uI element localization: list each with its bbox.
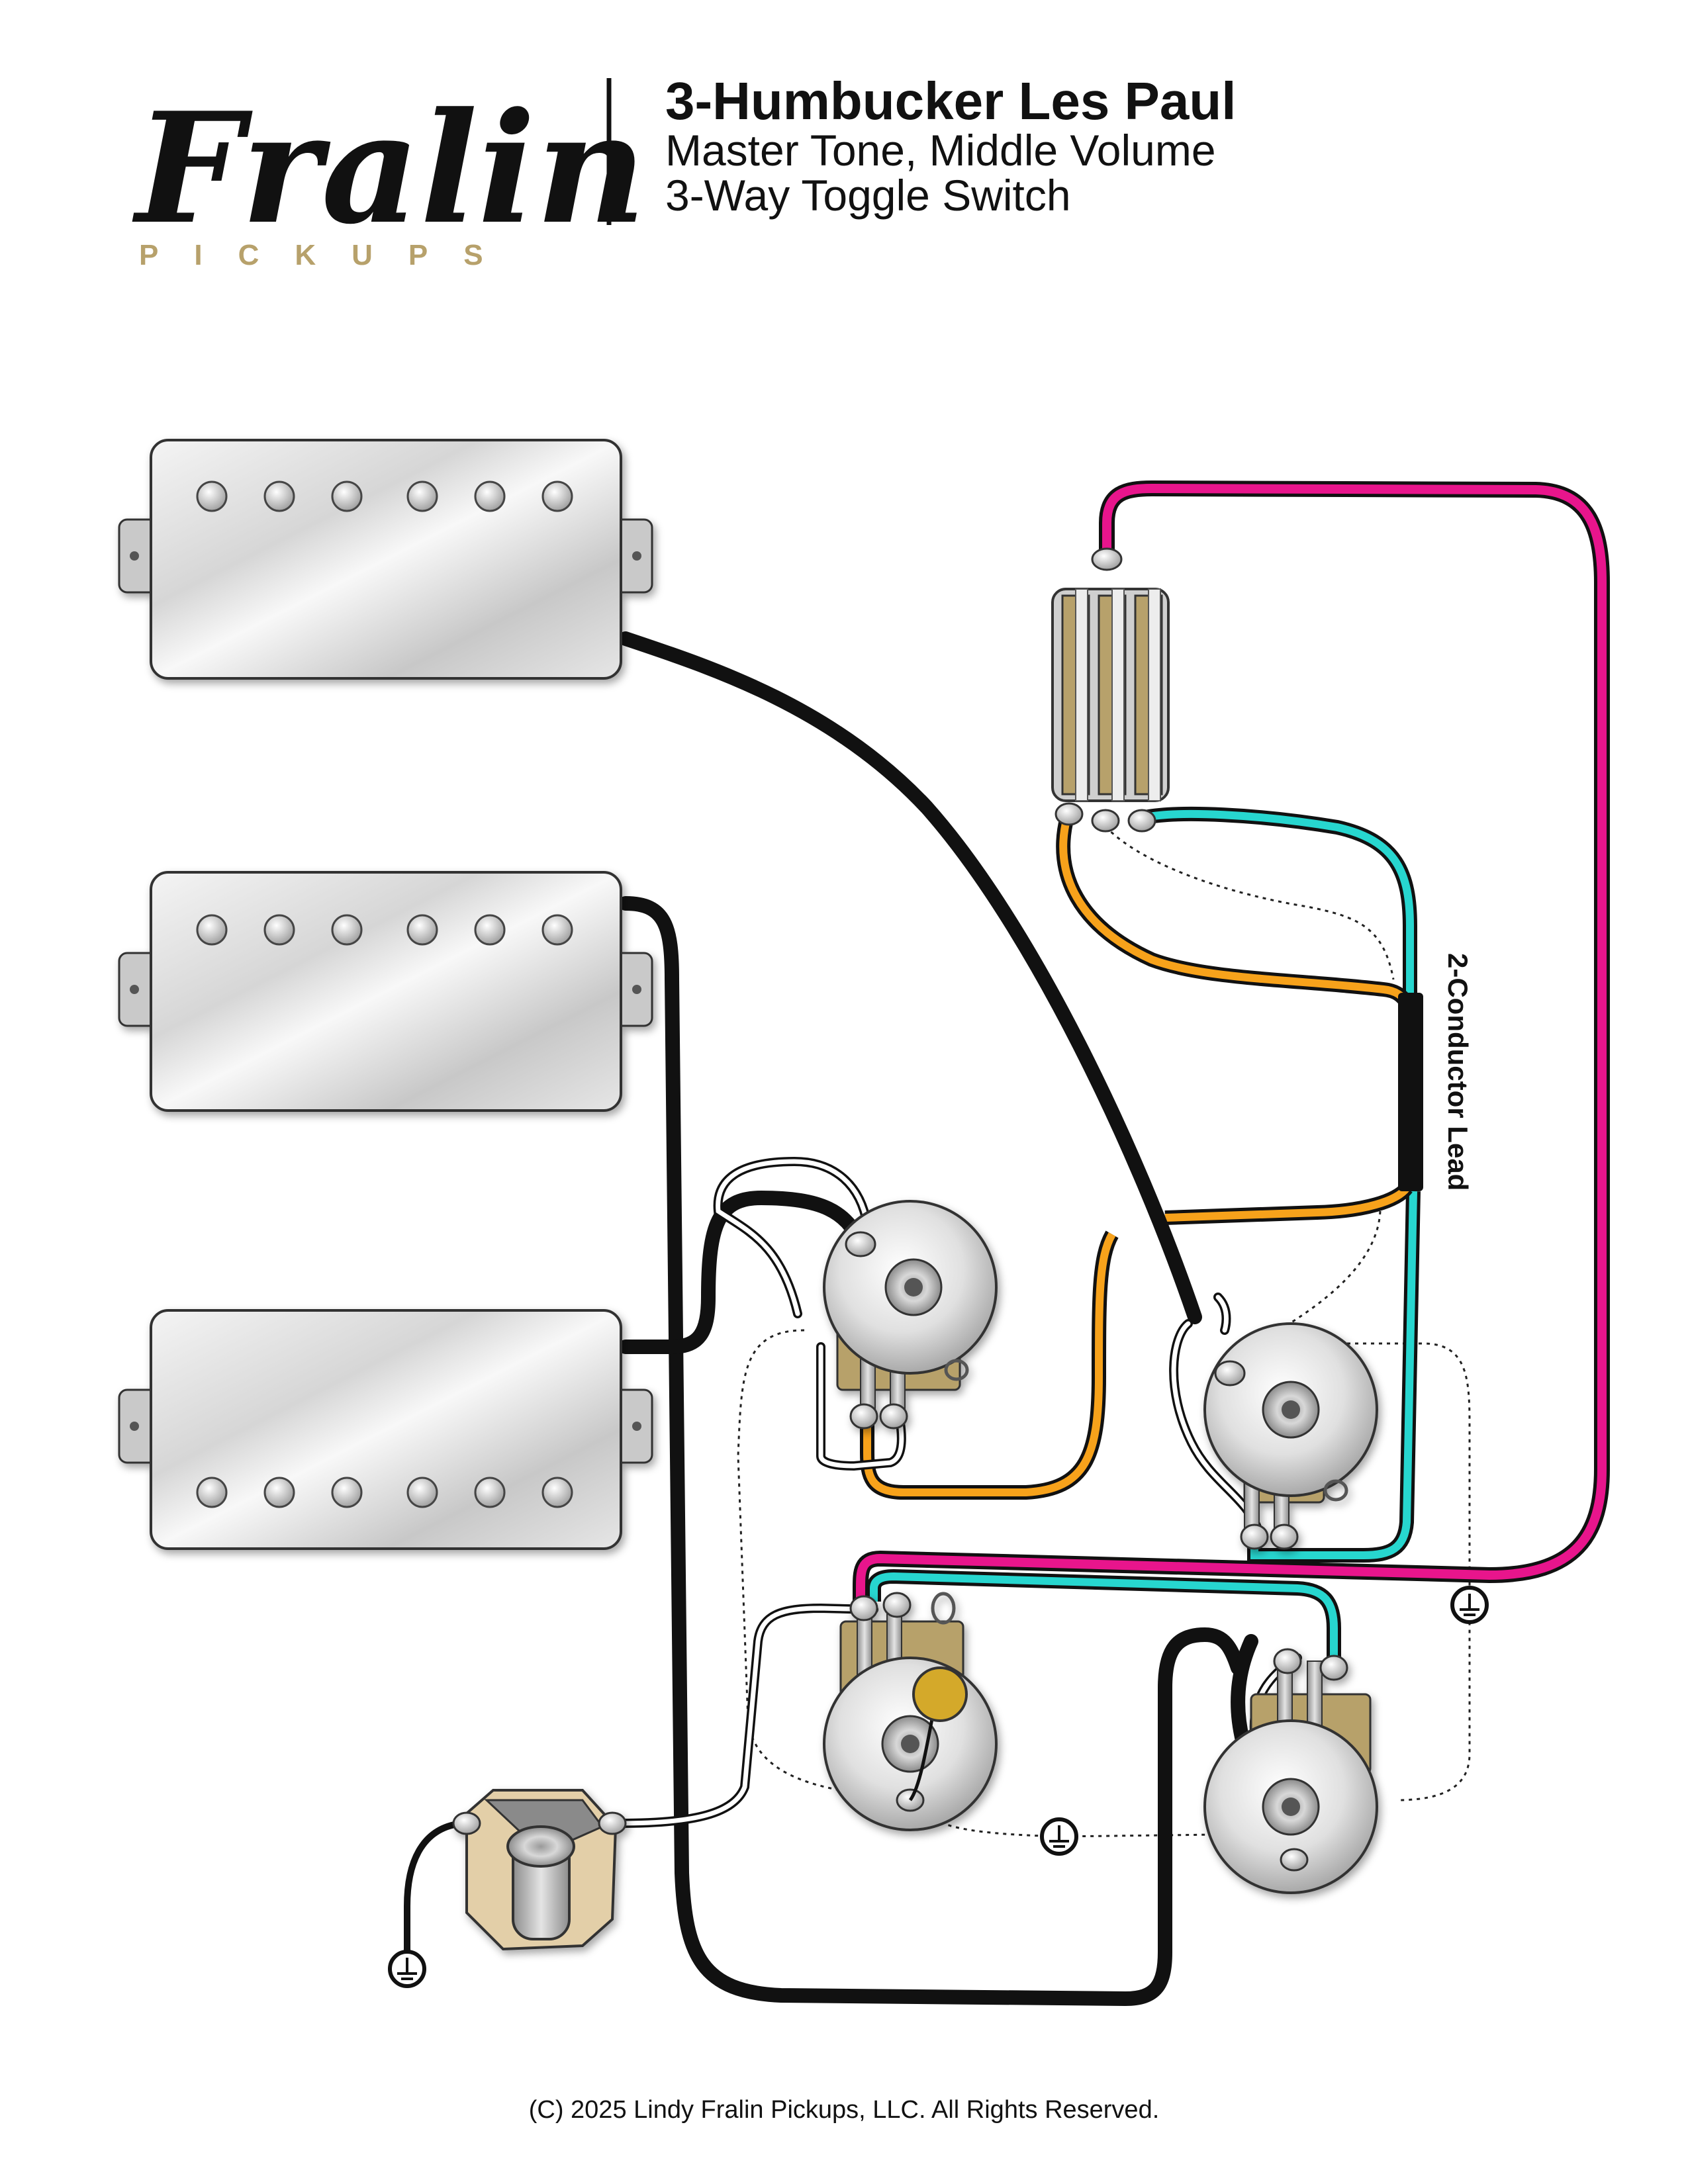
hot-wire-color	[856, 483, 1607, 1602]
pole-screws	[196, 480, 573, 512]
brand-sub: PICKUPS	[139, 239, 519, 271]
pole-screws	[196, 914, 573, 946]
output-jack	[452, 1789, 627, 1951]
tone-capacitor	[908, 1666, 968, 1801]
pole-screws	[196, 1477, 573, 1508]
lead-label: 2-Conductor Lead	[1442, 953, 1474, 1191]
ground-symbol	[1040, 1817, 1078, 1856]
bridge-volume-pot	[1203, 1648, 1378, 1894]
brand-name: Fralin	[132, 79, 646, 258]
ground-symbol	[388, 1950, 426, 1988]
diagram-subtitle-2: 3-Way Toggle Switch	[665, 171, 1071, 220]
cyan-wires	[867, 807, 1421, 1658]
neck-pickup	[118, 439, 653, 680]
diagram-title: 3-Humbucker Les Paul	[665, 71, 1237, 130]
middle-volume-pot	[1203, 1322, 1378, 1550]
two-conductor-lead	[1398, 993, 1423, 1191]
toggle-switch	[1051, 547, 1170, 833]
copyright: (C) 2025 Lindy Fralin Pickups, LLC. All …	[529, 2096, 1160, 2124]
orange-wires	[860, 815, 1413, 1500]
bridge-pickup	[118, 1309, 653, 1550]
neck-volume-pot	[823, 1200, 998, 1430]
middle-pickup	[118, 871, 653, 1112]
ground-symbol	[1450, 1586, 1489, 1624]
diagram-subtitle-1: Master Tone, Middle Volume	[665, 126, 1216, 175]
master-tone-pot	[823, 1592, 998, 1831]
brand-logo: Fralin PICKUPS	[132, 79, 646, 271]
